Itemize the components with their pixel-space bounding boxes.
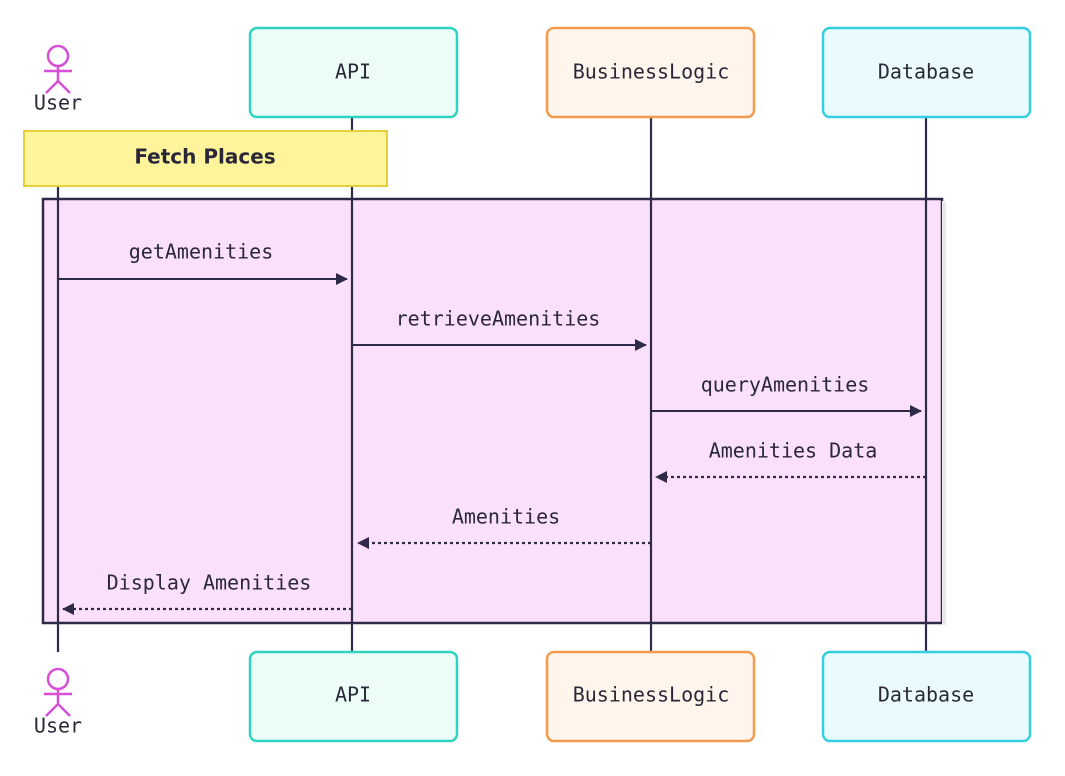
- note-text: Fetch Places: [134, 145, 275, 169]
- actor-icon: [44, 44, 72, 94]
- participant-label: API: [335, 683, 371, 707]
- group-box-shadow: [942, 201, 946, 625]
- message-label: Amenities Data: [709, 439, 878, 463]
- participant-api-top: API: [248, 26, 459, 119]
- message-display-amenities: Display Amenities: [62, 571, 352, 615]
- participant-label: BusinessLogic: [573, 683, 730, 707]
- participant-database-bottom: Database: [821, 650, 1032, 743]
- actor-label: User: [34, 91, 82, 115]
- message-queryamenities: queryAmenities: [651, 373, 922, 417]
- participant-label: BusinessLogic: [573, 60, 730, 84]
- participant-label: Database: [878, 60, 974, 84]
- participant-businesslogic-bottom: BusinessLogic: [545, 650, 756, 743]
- message-label: Amenities: [452, 505, 560, 529]
- message-label: queryAmenities: [701, 373, 870, 397]
- participant-api-bottom: API: [248, 650, 459, 743]
- participant-businesslogic-top: BusinessLogic: [545, 26, 756, 119]
- message-retrieveamenities: retrieveAmenities: [352, 307, 647, 351]
- participant-label: Database: [878, 683, 974, 707]
- participant-label: API: [335, 60, 371, 84]
- message-amenities: Amenities: [357, 505, 651, 549]
- actor-user-bottom: User: [34, 667, 82, 738]
- message-getamenities: getAmenities: [58, 240, 348, 285]
- note-box: [23, 130, 388, 187]
- actor-icon: [44, 667, 72, 717]
- message-label: getAmenities: [129, 240, 274, 264]
- actor-user-top: User: [34, 44, 82, 115]
- participant-database-top: Database: [821, 26, 1032, 119]
- message-label: retrieveAmenities: [396, 307, 601, 331]
- actor-label: User: [34, 714, 82, 738]
- message-label: Display Amenities: [107, 571, 312, 595]
- message-amenities-data: Amenities Data: [655, 439, 926, 483]
